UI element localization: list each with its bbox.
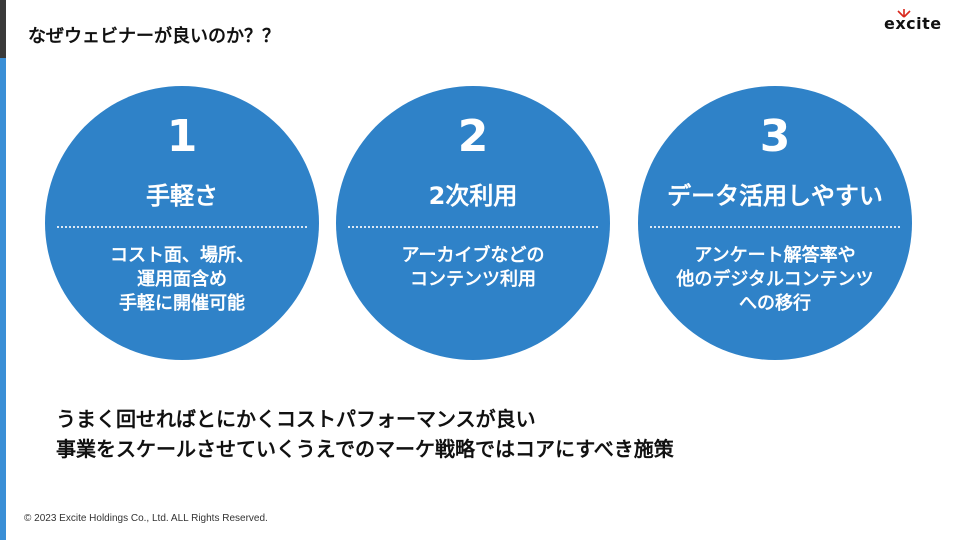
point-description-line: アーカイブなどの bbox=[401, 245, 545, 266]
logo-spark-icon bbox=[897, 9, 911, 18]
point-description: コスト面、場所、 運用面含め 手軽に開催可能 bbox=[55, 244, 309, 316]
point-description-line: アンケート解答率や bbox=[694, 245, 856, 266]
point-heading: 2次利用 bbox=[428, 182, 518, 210]
point-circle-1: 1 手軽さ コスト面、場所、 運用面含め 手軽に開催可能 bbox=[45, 86, 319, 360]
point-circle-2: 2 2次利用 アーカイブなどの コンテンツ利用 bbox=[336, 86, 610, 360]
point-description-line: への移行 bbox=[739, 293, 811, 314]
point-description-line: 手軽に開催可能 bbox=[119, 293, 245, 314]
point-circle-3: 3 データ活用しやすい アンケート解答率や 他のデジタルコンテンツ への移行 bbox=[638, 86, 912, 360]
dotted-divider bbox=[57, 226, 307, 228]
point-description-line: コンテンツ利用 bbox=[410, 269, 536, 290]
point-heading: データ活用しやすい bbox=[667, 182, 883, 210]
point-heading: 手軽さ bbox=[146, 182, 218, 210]
point-description: アンケート解答率や 他のデジタルコンテンツ への移行 bbox=[648, 244, 902, 316]
copyright-footer: © 2023 Excite Holdings Co., Ltd. ALL Rig… bbox=[24, 513, 268, 524]
point-number: 1 bbox=[166, 111, 198, 162]
summary-line: 事業をスケールさせていくうえでのマーケ戦略ではコアにすべき施策 bbox=[56, 437, 674, 461]
accent-bar-side bbox=[0, 58, 6, 540]
point-number: 3 bbox=[759, 111, 791, 162]
point-number: 2 bbox=[457, 111, 489, 162]
excite-logo: excite bbox=[884, 9, 948, 36]
dotted-divider bbox=[348, 226, 598, 228]
summary-text: うまく回せればとにかくコストパフォーマンスが良い 事業をスケールさせていくうえで… bbox=[56, 404, 674, 464]
point-description-line: 運用面含め bbox=[137, 269, 227, 290]
page-title: なぜウェビナーが良いのか？？ bbox=[28, 26, 280, 47]
point-description: アーカイブなどの コンテンツ利用 bbox=[346, 244, 600, 292]
accent-bar-top bbox=[0, 0, 6, 58]
dotted-divider bbox=[650, 226, 900, 228]
logo-text: excite bbox=[884, 14, 942, 33]
summary-line: うまく回せればとにかくコストパフォーマンスが良い bbox=[56, 407, 536, 431]
point-description-line: 他のデジタルコンテンツ bbox=[676, 269, 874, 290]
point-description-line: コスト面、場所、 bbox=[110, 245, 254, 266]
